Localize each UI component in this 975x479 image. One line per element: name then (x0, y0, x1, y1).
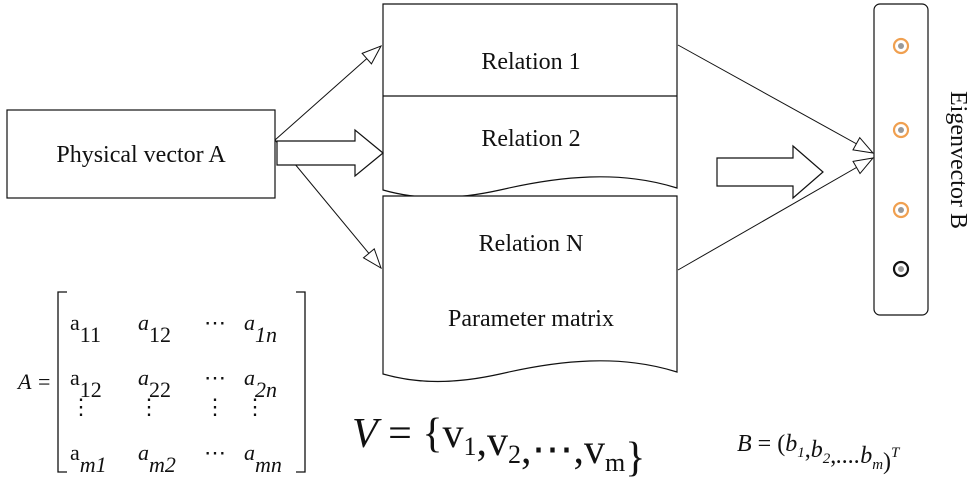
matrix-left-bracket (57, 291, 67, 473)
relation-block-top: Relation 1 Relation 2 (382, 3, 678, 199)
matrix-cell: a12 (70, 365, 102, 402)
formula-B: B = (b1,b2,....bm)T (737, 431, 901, 475)
physical-vector-label: Physical vector A (56, 142, 226, 168)
eigenvector-label: Eigenvector B (945, 91, 971, 229)
relation-2-label: Relation 2 (481, 126, 580, 152)
eigenvector-dot (898, 43, 904, 49)
matrix-cell: ⋮ (70, 394, 92, 419)
matrix-cell: am1 (70, 440, 107, 477)
eigenvector-dot (898, 207, 904, 213)
matrix-cell: ⋮ (138, 394, 160, 419)
formula-V: V = {v1,v2,⋯,vm} (352, 411, 645, 479)
matrix-cell: ⋮ (244, 394, 266, 419)
matrix-cell: a12 (138, 310, 171, 347)
arrow-from-relation-1 (677, 44, 875, 154)
matrix-cell: ⋮ (204, 394, 226, 419)
matrix-right-bracket (296, 291, 306, 473)
physical-vector-box: Physical vector A (6, 109, 276, 199)
eigenvector-dot (898, 127, 904, 133)
matrix-A-name: A (16, 369, 32, 394)
block-arrow-to-relation-2 (276, 128, 384, 178)
matrix-A-equals: = (38, 369, 50, 394)
relation-n-label: Relation N (479, 231, 584, 257)
eigenvector-dot (898, 266, 904, 272)
matrix-cell: ⋯ (204, 310, 226, 335)
matrix-cell: a1n (244, 310, 277, 347)
matrix-cell: ⋯ (204, 440, 226, 465)
eigenvector-elements (892, 37, 910, 278)
matrix-cell: amn (244, 440, 282, 477)
eigenvector-box (873, 3, 929, 316)
matrix-cell: a11 (70, 310, 101, 347)
block-arrow-to-eigenvector (716, 144, 824, 200)
matrix-cell: a22 (138, 365, 171, 402)
matrix-cell: ⋯ (204, 365, 226, 390)
relation-1-label: Relation 1 (481, 49, 580, 75)
arrow-from-relation-n (677, 157, 875, 271)
arrow-to-relation-1 (274, 45, 383, 141)
matrix-cell: a2n (244, 365, 277, 402)
matrix-cell: am2 (138, 440, 176, 477)
relation-n-block: Relation N Parameter matrix (382, 195, 678, 383)
parameter-matrix-label: Parameter matrix (448, 306, 614, 332)
